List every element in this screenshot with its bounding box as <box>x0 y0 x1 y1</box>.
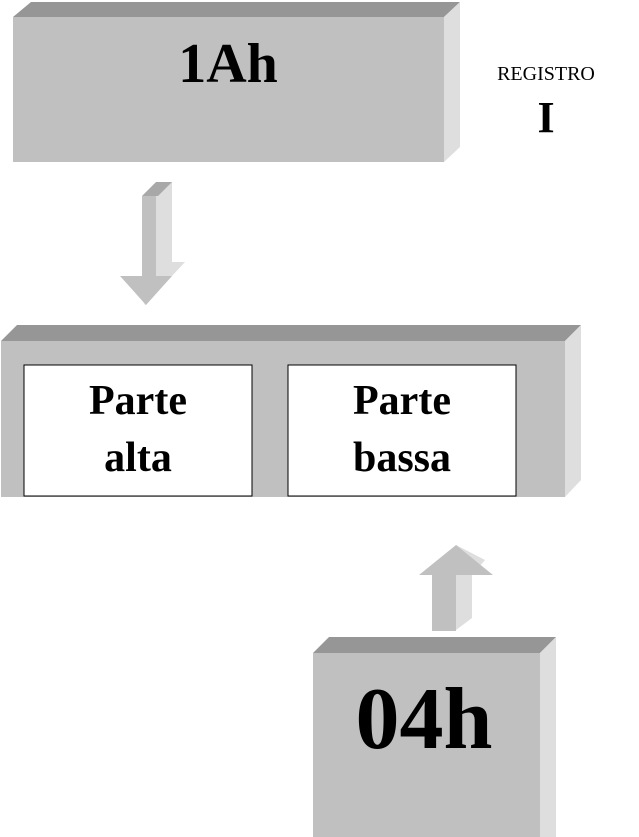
source-value-box-face <box>313 653 540 837</box>
register-i-value: 1Ah <box>178 33 278 95</box>
register-i-name: I <box>537 93 554 142</box>
high-part-cell: Parte alta <box>23 364 253 497</box>
source-value-box-side <box>540 637 556 837</box>
register-i-caption: REGISTRO <box>497 63 595 85</box>
register-box: Parte alta Parte bassa <box>1 325 581 497</box>
high-part-line2: alta <box>104 435 172 481</box>
register-i-box: 1Ah <box>13 2 460 162</box>
down-arrow-icon <box>120 182 185 305</box>
high-part-line1: Parte <box>89 378 187 424</box>
source-value-box: 04h <box>313 637 556 837</box>
register-i-box-side <box>444 2 460 162</box>
register-i-box-top <box>13 2 460 17</box>
low-part-line1: Parte <box>353 378 451 424</box>
low-part-line2: bassa <box>353 435 451 481</box>
source-value: 04h <box>356 671 493 768</box>
up-arrow-icon <box>419 545 493 631</box>
low-part-cell: Parte bassa <box>287 364 517 497</box>
register-i-box-face <box>13 17 444 162</box>
register-box-side <box>565 325 581 497</box>
register-box-top <box>1 325 581 341</box>
source-value-box-top <box>313 637 556 653</box>
